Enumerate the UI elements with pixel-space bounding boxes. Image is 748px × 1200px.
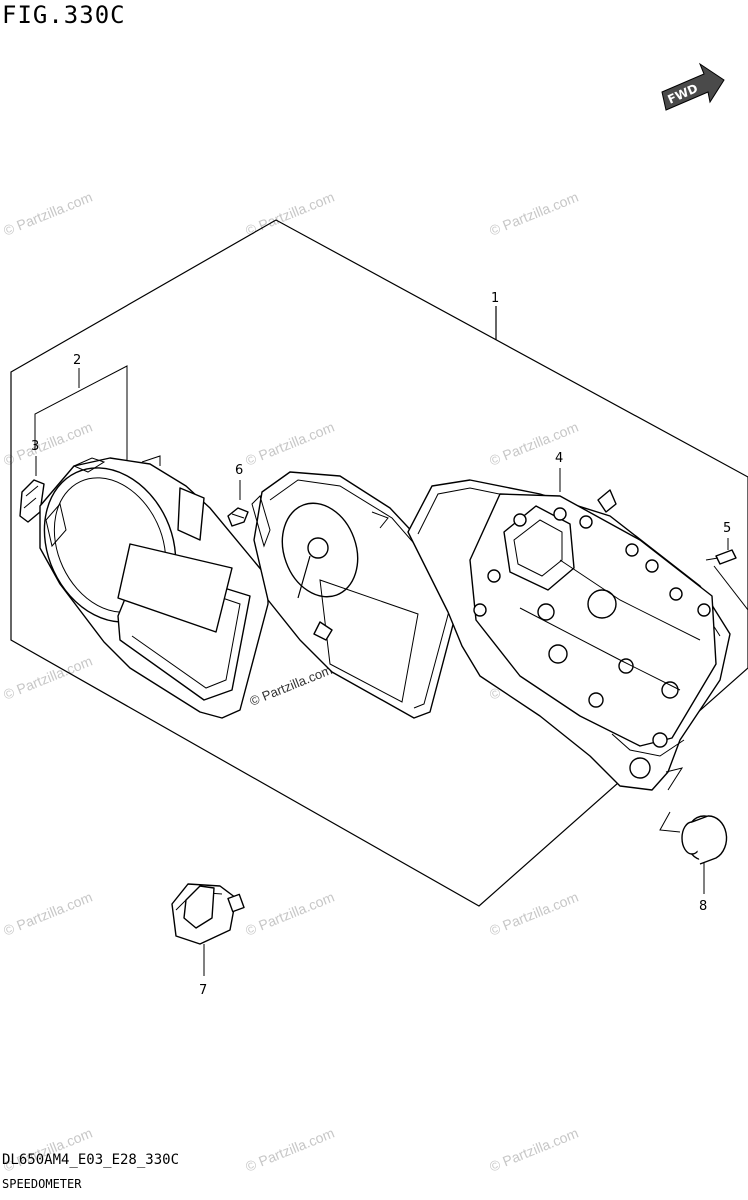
part-5-screw: 5 [705, 521, 748, 611]
callout-3: 3 [31, 439, 39, 454]
part-4-meter-housing: 4 [407, 451, 731, 791]
callout-4: 4 [555, 451, 563, 466]
part-8-grommet: 8 [659, 767, 728, 914]
figure-label: FIG.330C [2, 1, 126, 29]
watermark: © Partzilla.com [1, 189, 94, 239]
callout-6: 6 [235, 463, 243, 478]
part-3-clip [19, 479, 45, 523]
leader-2: 2 [34, 353, 128, 466]
diagram-name: SPEEDOMETER [2, 1177, 82, 1191]
watermark: © Partzilla.com [487, 1125, 580, 1175]
watermark: © Partzilla.com [243, 889, 336, 939]
watermark: © Partzilla.com [1, 889, 94, 939]
part-7-connector: 7 [171, 883, 245, 998]
assembly-outline: 1 [10, 219, 748, 907]
watermark-inline: © Partzilla.com [248, 662, 335, 709]
watermark: © Partzilla.com [1, 419, 94, 469]
watermark: © Partzilla.com [243, 1125, 336, 1175]
watermark: © Partzilla.com [487, 889, 580, 939]
fwd-arrow-icon: FWD [661, 62, 725, 111]
callout-8: 8 [699, 899, 707, 914]
callout-7: 7 [199, 983, 207, 998]
callout-5: 5 [723, 521, 731, 536]
diagram-code: DL650AM4_E03_E28_330C [2, 1152, 180, 1168]
watermark: © Partzilla.com [243, 419, 336, 469]
part-6-cushion: 6 [227, 463, 249, 527]
watermark: © Partzilla.com [487, 419, 580, 469]
leader-3: 3 [31, 439, 39, 476]
part-2-meter-case [39, 455, 269, 719]
watermark: © Partzilla.com [1, 653, 94, 703]
callout-2: 2 [73, 353, 81, 368]
watermark: © Partzilla.com [487, 189, 580, 239]
callout-1: 1 [491, 291, 499, 306]
